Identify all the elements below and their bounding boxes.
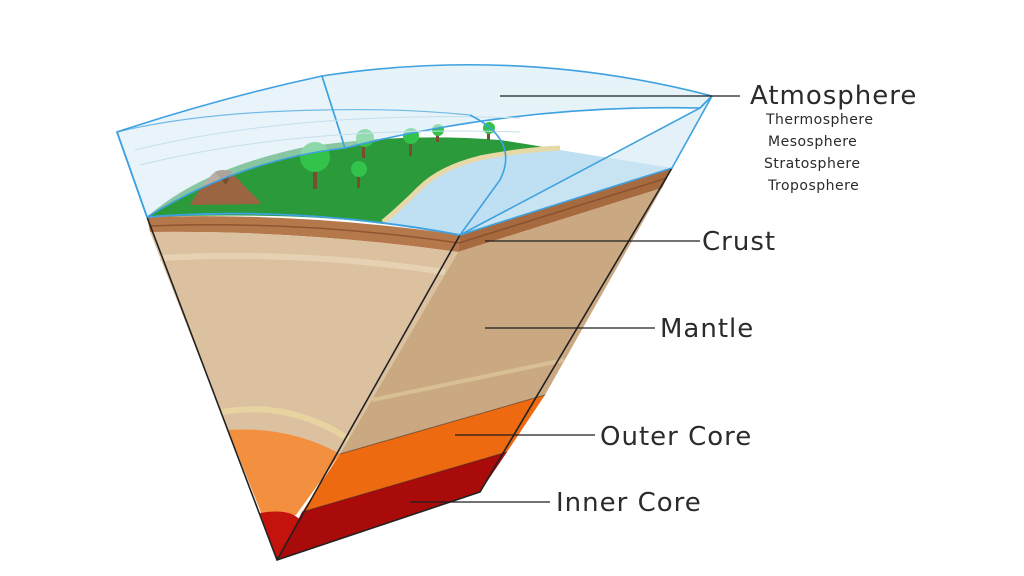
crust-label: Crust <box>702 227 776 257</box>
mantle-label: Mantle <box>660 314 754 344</box>
troposphere-label: Troposphere <box>767 178 859 194</box>
atmosphere-shell <box>115 64 714 236</box>
atmosphere-right-panel <box>459 95 713 236</box>
inner-core-right-face <box>277 452 507 560</box>
right-face <box>277 168 672 560</box>
mantle-left-face <box>150 231 458 454</box>
outer-core-left-face <box>228 429 340 515</box>
surface <box>147 122 672 235</box>
tree <box>351 161 367 188</box>
thermosphere-label: Thermosphere <box>765 112 873 128</box>
inner-core-left-face <box>260 511 300 560</box>
outer-core-label: Outer Core <box>600 422 752 452</box>
atmosphere-label: Atmosphere <box>750 81 917 111</box>
stratosphere-label: Stratosphere <box>764 156 861 172</box>
mantle-right-face <box>340 188 662 454</box>
mesosphere-label: Mesosphere <box>768 134 857 150</box>
inner-core-label: Inner Core <box>556 488 702 518</box>
outer-core-right-face <box>302 395 545 512</box>
left-face <box>147 216 460 560</box>
